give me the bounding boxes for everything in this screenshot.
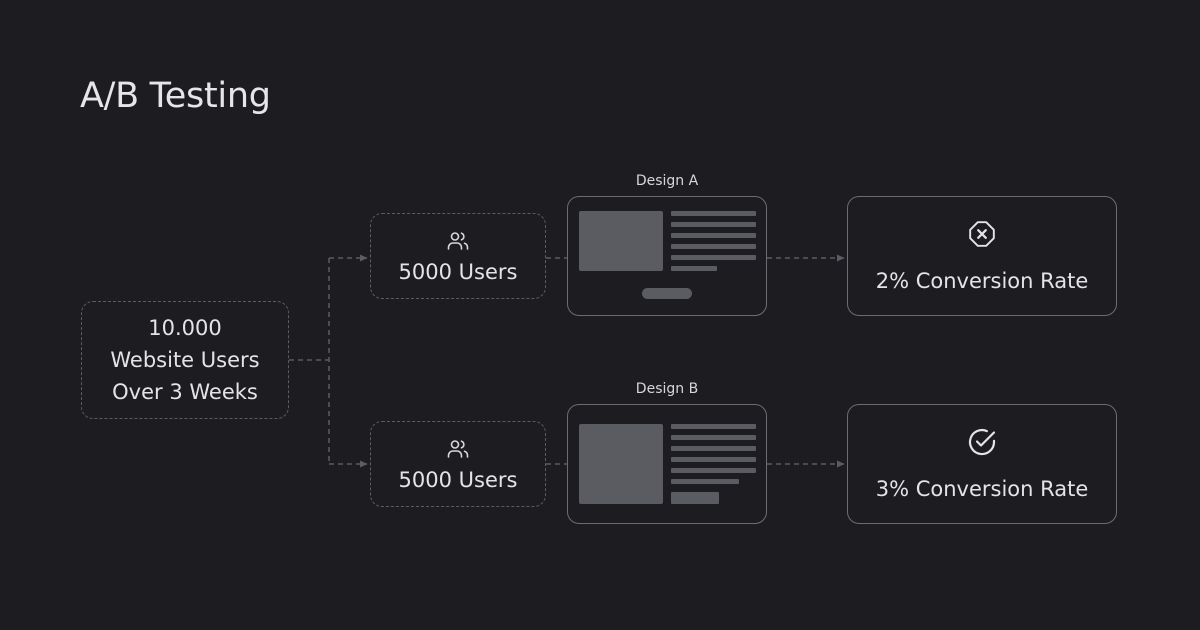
- design-a-text-line: [671, 222, 756, 227]
- design-b-image-placeholder: [579, 424, 663, 504]
- result-a-box: 2% Conversion Rate: [847, 196, 1117, 316]
- design-b-mockup: [567, 404, 767, 524]
- group-a-label: 5000 Users: [398, 260, 518, 284]
- design-b-text-line: [671, 435, 756, 440]
- users-icon: [447, 440, 469, 458]
- source-users-box: 10.000 Website Users Over 3 Weeks: [81, 301, 289, 419]
- check-circle-icon: [968, 428, 996, 456]
- design-a-text-line: [671, 255, 756, 260]
- users-icon: [447, 232, 469, 250]
- group-b-label: 5000 Users: [398, 468, 518, 492]
- design-b-text-line: [671, 468, 756, 473]
- design-b-label: Design B: [635, 381, 699, 397]
- design-b-button-placeholder: [671, 492, 719, 504]
- group-b-box: 5000 Users: [370, 421, 546, 507]
- design-b-text-line: [671, 479, 739, 484]
- design-a-label: Design A: [635, 173, 699, 189]
- design-b-text-line: [671, 457, 756, 462]
- design-a-mockup: [567, 196, 767, 316]
- result-a-label: 2% Conversion Rate: [875, 269, 1089, 293]
- design-a-text-line: [671, 211, 756, 216]
- design-b-text-line: [671, 446, 756, 451]
- group-a-box: 5000 Users: [370, 213, 546, 299]
- design-a-text-line: [671, 266, 717, 271]
- source-audience: Website Users: [110, 348, 260, 372]
- design-a-image-placeholder: [579, 211, 663, 271]
- design-a-text-line: [671, 233, 756, 238]
- source-duration: Over 3 Weeks: [112, 380, 258, 404]
- design-a-text-line: [671, 244, 756, 249]
- diagram-title: A/B Testing: [80, 76, 271, 116]
- result-b-box: 3% Conversion Rate: [847, 404, 1117, 524]
- x-octagon-icon: [969, 221, 995, 247]
- design-b-text-line: [671, 424, 756, 429]
- design-a-button-placeholder: [642, 288, 692, 299]
- result-b-label: 3% Conversion Rate: [875, 477, 1089, 501]
- source-count: 10.000: [148, 316, 222, 340]
